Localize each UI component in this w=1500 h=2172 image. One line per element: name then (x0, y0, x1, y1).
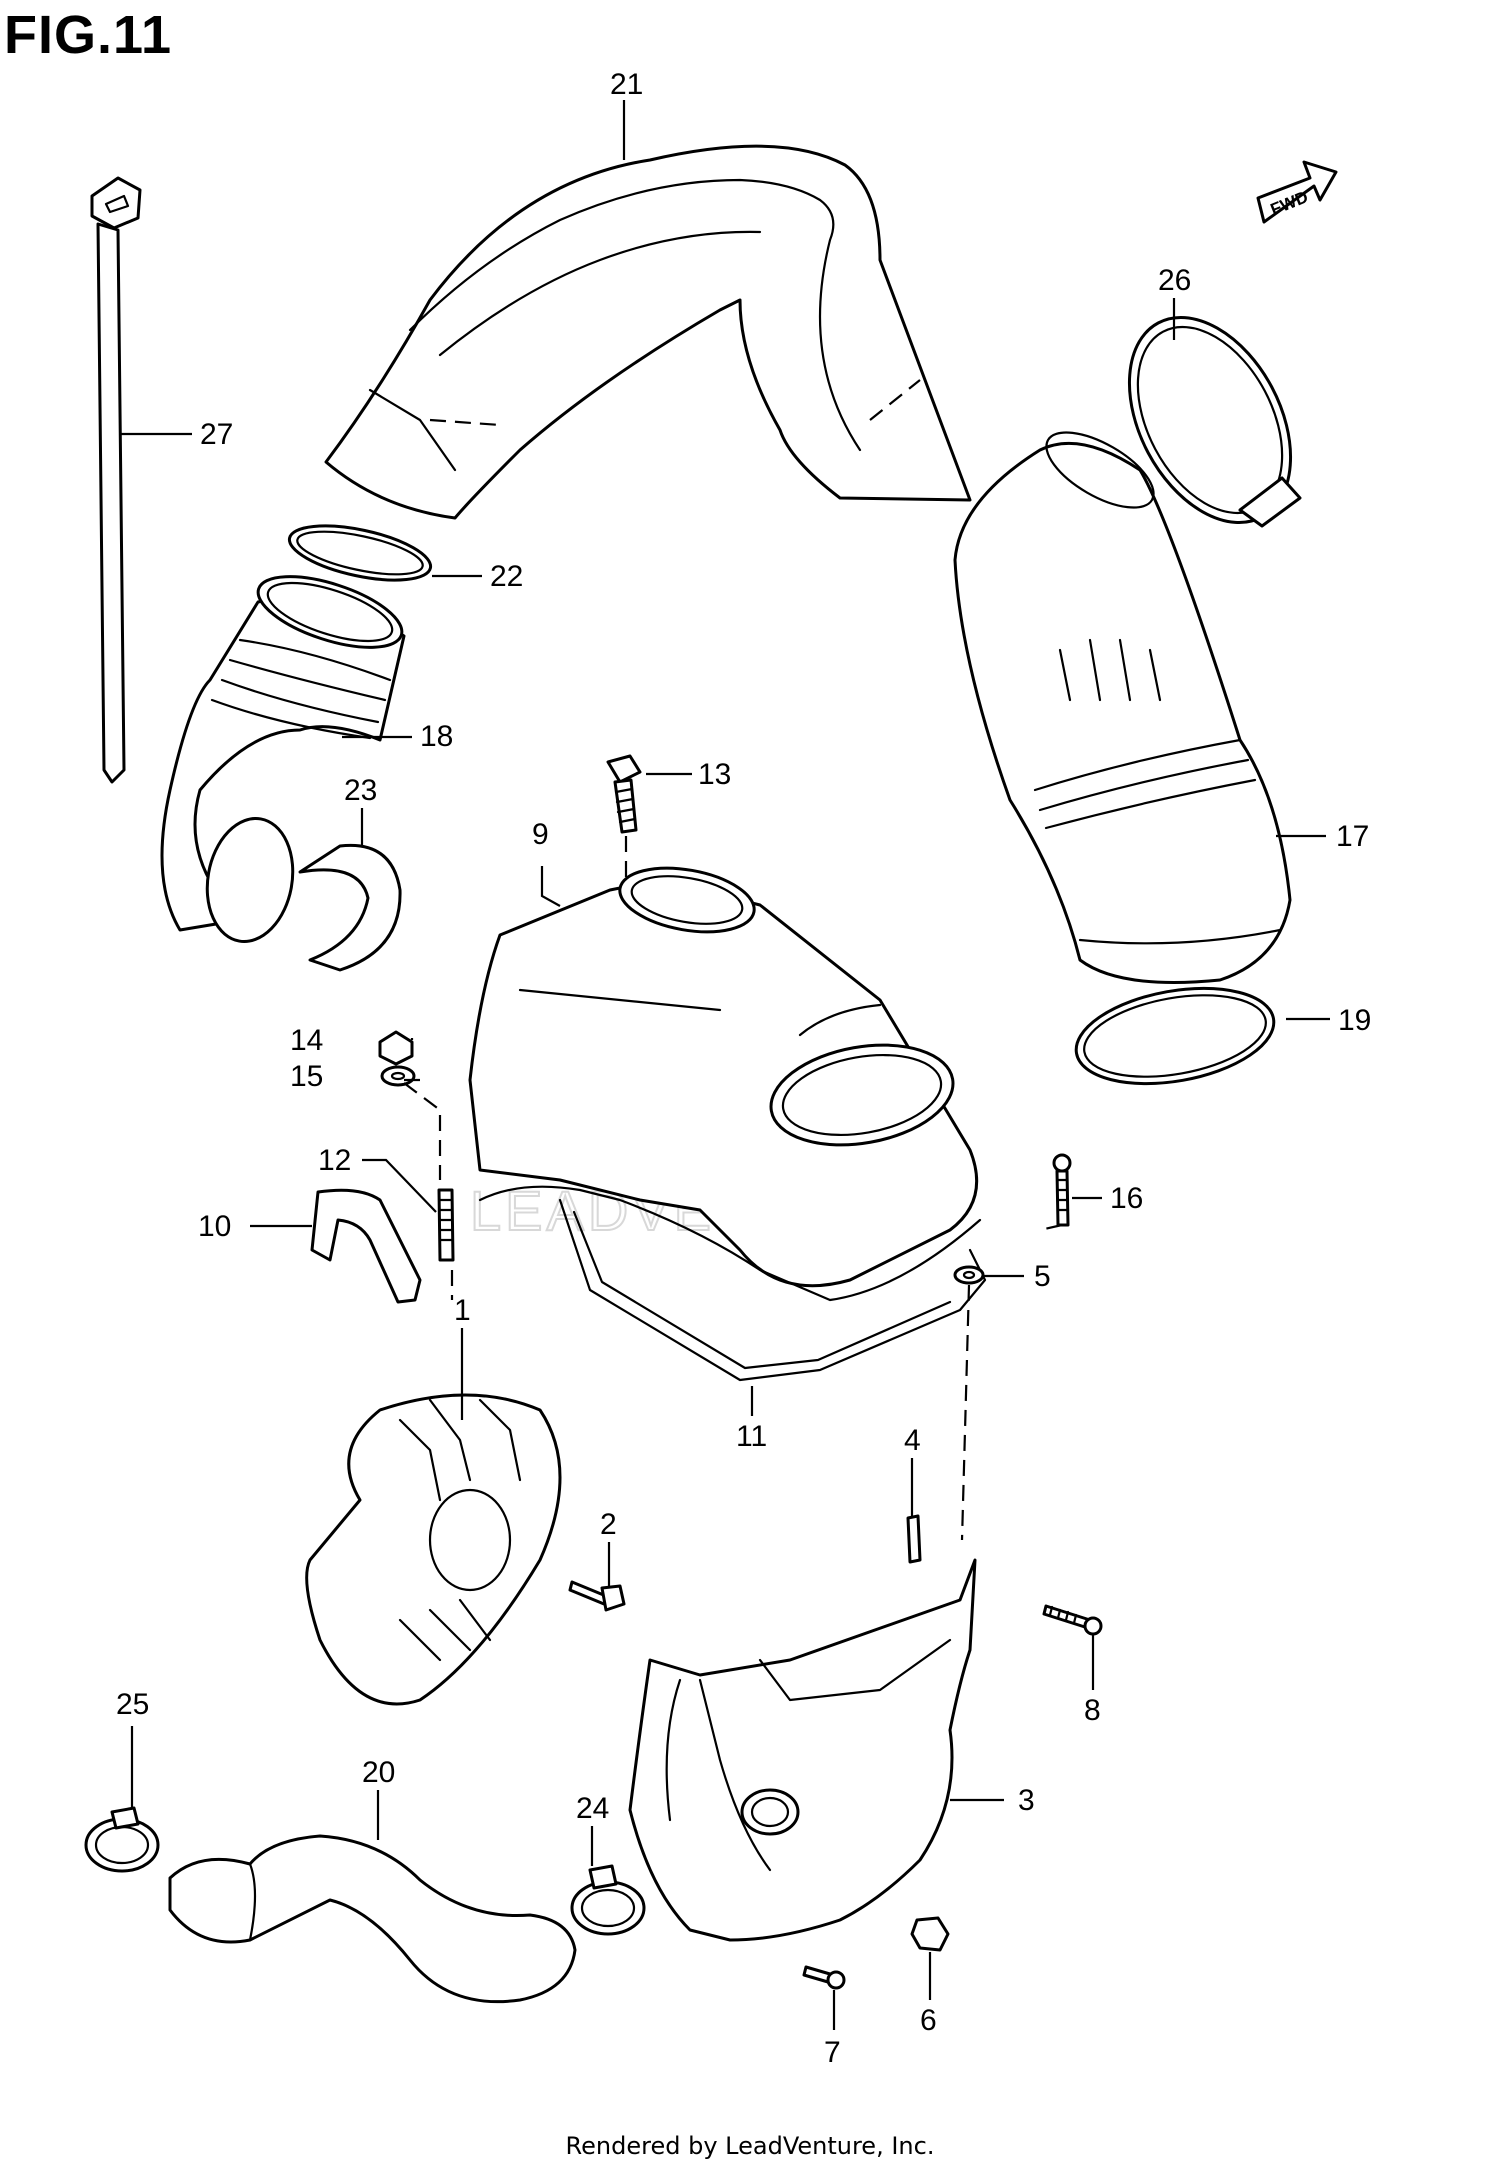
callout-5: 5 (1034, 1260, 1051, 1293)
upper-air-duct-part-21 (324, 144, 972, 520)
washer-part-5 (953, 1265, 985, 1285)
callout-24: 24 (576, 1792, 609, 1825)
clamp-part-25 (84, 1806, 160, 1873)
bolt-part-13 (606, 754, 642, 834)
render-credit: Rendered by LeadVenture, Inc. (565, 2132, 935, 2160)
gasket-part-22 (287, 524, 433, 582)
callout-8: 8 (1084, 1694, 1101, 1727)
callout-27: 27 (200, 418, 233, 451)
clamp-part-24 (570, 1864, 646, 1936)
callout-26: 26 (1158, 264, 1191, 297)
screw-part-16 (1052, 1153, 1072, 1227)
callout-10: 10 (198, 1210, 231, 1243)
nut-part-14 (378, 1030, 414, 1066)
hose-band-part-19 (1074, 986, 1276, 1086)
callout-9: 9 (532, 818, 549, 851)
seal-part-11 (558, 1198, 987, 1382)
callout-17: 17 (1336, 820, 1369, 853)
callout-22: 22 (490, 560, 523, 593)
element-part-1 (305, 1393, 562, 1706)
callout-labels: 21 26 27 22 18 13 23 9 17 19 14 15 12 16… (116, 68, 1371, 2069)
part-4 (906, 1514, 922, 1564)
part-6 (910, 1916, 950, 1952)
bent-hose-part-17 (953, 431, 1292, 984)
screw-part-7 (802, 1965, 846, 1990)
callout-13: 13 (698, 758, 731, 791)
screw-part-8 (1042, 1604, 1103, 1636)
washer-part-15 (380, 1065, 416, 1087)
hose-band-part-23 (298, 843, 402, 972)
callout-11: 11 (736, 1420, 767, 1453)
callout-19: 19 (1338, 1004, 1371, 1037)
figure-title: FIG.11 (4, 5, 173, 65)
leader-lines (120, 100, 1330, 2030)
callout-25: 25 (116, 1688, 149, 1721)
callout-20: 20 (362, 1756, 395, 1789)
callout-6: 6 (920, 2004, 937, 2037)
lower-case-part-3 (628, 1558, 977, 1942)
callout-14: 14 (290, 1024, 323, 1057)
callout-21: 21 (610, 68, 643, 101)
fwd-arrow-icon: FWD (1256, 160, 1338, 224)
clamp-part-26 (1127, 315, 1302, 528)
callout-4: 4 (904, 1424, 921, 1457)
callout-18: 18 (420, 720, 453, 753)
callout-12: 12 (318, 1144, 351, 1177)
callout-2: 2 (600, 1508, 617, 1541)
callout-3: 3 (1018, 1784, 1035, 1817)
hose-part-20 (168, 1834, 577, 2004)
bracket-part-10 (310, 1188, 422, 1304)
stud-part-12 (437, 1188, 455, 1262)
air-cleaner-case-part-9 (468, 866, 982, 1302)
callout-23: 23 (344, 774, 377, 807)
callout-15: 15 (290, 1060, 323, 1093)
rubber-hose-part-18 (160, 575, 406, 943)
callout-7: 7 (824, 2036, 841, 2069)
callout-16: 16 (1110, 1182, 1143, 1215)
cable-tie-part-27 (90, 176, 142, 784)
callout-1: 1 (454, 1294, 471, 1327)
screw-part-2 (568, 1580, 626, 1612)
